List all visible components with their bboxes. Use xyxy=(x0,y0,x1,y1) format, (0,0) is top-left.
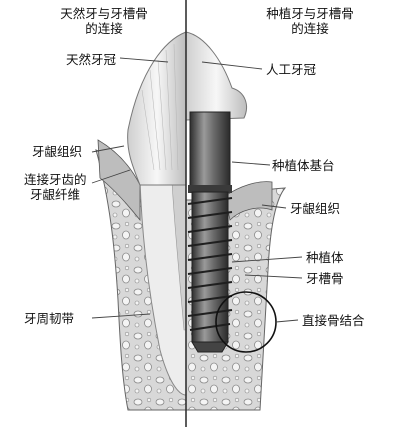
left-heading-line2: 的连接 xyxy=(85,21,123,36)
label-gingiva-right: 牙龈组织 xyxy=(290,201,341,216)
implant-threads xyxy=(187,197,233,331)
right-heading-line2: 的连接 xyxy=(291,21,329,36)
gingiva-right-shape xyxy=(224,181,273,221)
enamel-texture xyxy=(141,43,179,171)
artificial-crown-shape xyxy=(185,31,247,121)
label-gingiva-left: 牙龈组织 xyxy=(32,144,83,159)
label-alveolar-bone: 牙槽骨 xyxy=(306,271,344,286)
label-periodontal-ligament: 牙周韧带 xyxy=(24,311,75,326)
label-natural-crown: 天然牙冠 xyxy=(66,52,117,67)
leader-lines xyxy=(91,57,303,323)
left-heading-line1: 天然牙与牙槽骨 xyxy=(60,6,148,21)
natural-crown-shape xyxy=(127,31,187,186)
label-gingival-fibers-line2: 牙龈纤维 xyxy=(30,187,81,202)
right-heading-line1: 种植牙与牙槽骨 xyxy=(266,6,354,21)
label-implant: 种植体 xyxy=(306,250,344,265)
gingiva-left-shape xyxy=(97,139,141,222)
label-osseointegration: 直接骨结合 xyxy=(302,313,365,328)
label-abutment: 种植体基台 xyxy=(272,158,335,173)
label-artificial-crown: 人工牙冠 xyxy=(266,62,317,77)
label-gingival-fibers-line1: 连接牙齿的 xyxy=(24,172,87,187)
abutment-shape xyxy=(189,111,231,193)
natural-root-shape xyxy=(139,179,187,396)
